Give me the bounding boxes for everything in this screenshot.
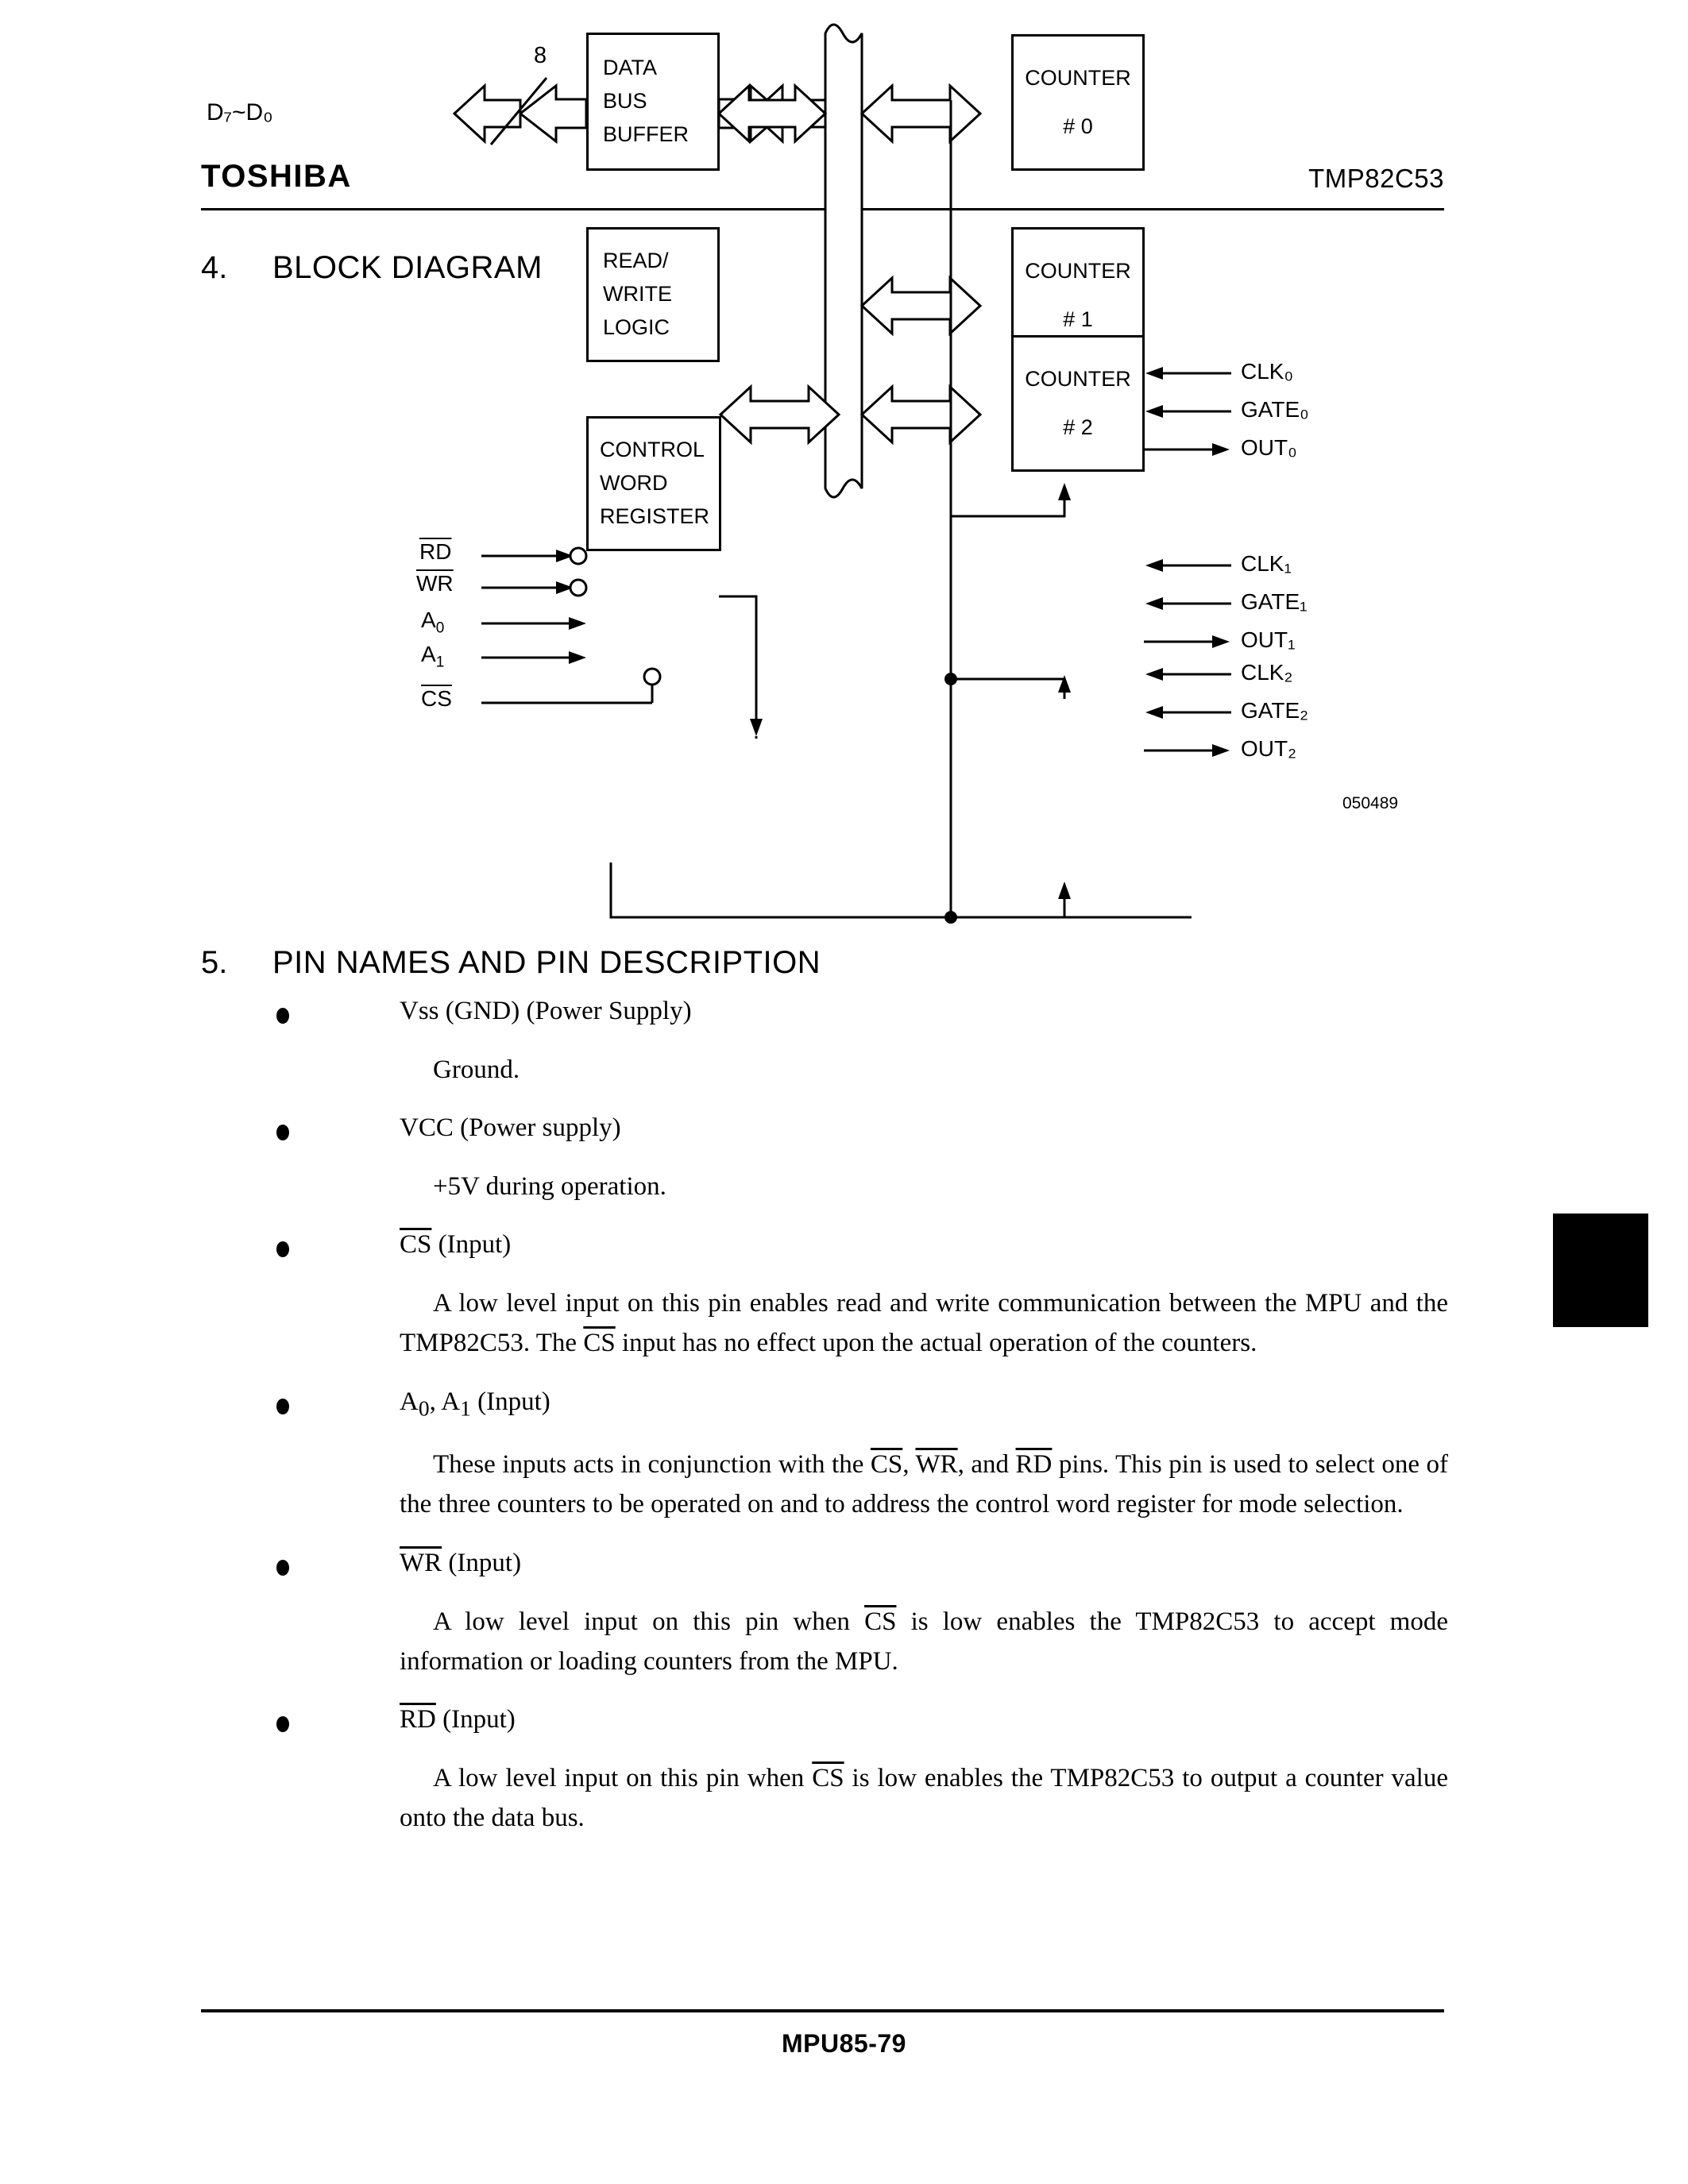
list-spacer — [201, 1263, 1448, 1283]
pin-description-list: Vss (GND) (Power Supply) Ground. VCC (Powe… — [201, 997, 1448, 1862]
list-spacer — [201, 1738, 1448, 1758]
block-counter-2: COUNTER # 2 — [1011, 335, 1145, 472]
block-control-word-register: CONTROL WORD REGISTER — [586, 416, 721, 551]
list-spacer — [201, 1146, 1448, 1167]
list-spacer — [201, 1581, 1448, 1602]
counter1-index: # 1 — [1063, 307, 1093, 331]
list-spacer — [201, 1838, 1448, 1862]
label-wr-pin: WR — [416, 571, 454, 596]
header-divider — [201, 208, 1444, 210]
counter1-title: COUNTER — [1025, 258, 1131, 283]
section-5-title: PIN NAMES AND PIN DESCRIPTION — [272, 945, 821, 980]
dbb-line-1: DATA — [603, 56, 658, 80]
rwl-line-2: WRITE — [603, 282, 672, 307]
pin-description-item: RD (Input) — [201, 1705, 1448, 1734]
part-number: TMP82C53 — [1308, 164, 1444, 193]
dbb-line-2: BUS — [603, 89, 647, 114]
rwl-line-3: LOGIC — [603, 314, 670, 339]
bullet-dot-icon — [276, 1241, 289, 1258]
pin-name: WR (Input) — [400, 1548, 522, 1577]
cwr-line-1: CONTROL — [600, 438, 705, 462]
pin-description-text: These inputs acts in conjunction with th… — [400, 1450, 1448, 1519]
label-data-bus: D₇~D₀ — [207, 99, 273, 125]
pin-name: RD (Input) — [400, 1704, 516, 1734]
rwl-line-1: READ/ — [603, 249, 669, 273]
dbb-line-3: BUFFER — [603, 122, 689, 146]
cwr-line-3: REGISTER — [600, 504, 710, 528]
counter0-index: # 0 — [1063, 114, 1093, 138]
footer-divider — [201, 2009, 1444, 2012]
section-4-title: BLOCK DIAGRAM — [272, 250, 543, 285]
pin-description-item: Vss (GND) (Power Supply) — [201, 997, 1448, 1026]
label-out0: OUT₀ — [1241, 435, 1297, 460]
label-clk0: CLK₀ — [1241, 359, 1294, 384]
bullet-dot-icon — [276, 1125, 289, 1141]
list-spacer — [201, 1525, 1448, 1549]
label-bus-width: 8 — [534, 43, 547, 68]
label-clk2: CLK₂ — [1241, 660, 1293, 685]
toshiba-logo: TOSHIBA — [201, 159, 352, 194]
diagram-drawing-code: 050489 — [1342, 794, 1399, 812]
page-thumb-tab-marker — [1553, 1214, 1648, 1327]
block-counter-0: COUNTER # 0 — [1011, 34, 1145, 171]
pin-description-text: A low level input on this pin when CS is… — [400, 1607, 1448, 1676]
page-header: TOSHIBA TMP82C53 — [201, 159, 1444, 208]
pin-description-text: A low level input on this pin when CS is… — [400, 1763, 1448, 1832]
page-footer-code: MPU85-79 — [782, 2029, 906, 2058]
counter0-title: COUNTER — [1025, 65, 1131, 90]
block-diagram-svg — [452, 23, 1231, 924]
list-spacer — [201, 1681, 1448, 1705]
cwr-line-2: WORD — [600, 471, 668, 496]
counter2-index: # 2 — [1063, 415, 1093, 439]
section-5-number: 5. — [201, 945, 228, 980]
list-spacer — [201, 1206, 1448, 1230]
label-gate0: GATE₀ — [1241, 397, 1309, 422]
section-4-number: 4. — [201, 250, 228, 285]
label-cs-pin: CS — [421, 686, 452, 711]
bullet-dot-icon — [276, 1715, 289, 1732]
label-gate1: GATE₁ — [1241, 589, 1308, 614]
counter2-title: COUNTER — [1025, 366, 1131, 391]
block-data-bus-buffer: DATA BUS BUFFER — [586, 33, 720, 171]
pin-name: A0, A1 (Input) — [400, 1387, 550, 1421]
bullet-dot-icon — [276, 1008, 289, 1024]
pin-name: VCC (Power supply) — [400, 1113, 621, 1143]
list-spacer — [201, 1424, 1448, 1445]
block-diagram: DATA BUS BUFFER READ/ WRITE LOGIC CONTRO… — [0, 0, 1485, 924]
list-spacer — [201, 1029, 1448, 1050]
label-gate2: GATE₂ — [1241, 698, 1309, 723]
bullet-dot-icon — [276, 1398, 289, 1414]
pin-description-item: CS (Input) — [201, 1230, 1448, 1260]
pin-description-text: +5V during operation. — [433, 1172, 666, 1202]
label-rd-pin: RD — [419, 539, 452, 564]
label-out2: OUT₂ — [1241, 736, 1296, 761]
label-a0-pin: A0 — [421, 608, 445, 637]
label-clk1: CLK₁ — [1241, 551, 1292, 576]
list-spacer — [201, 1090, 1448, 1113]
label-a1-pin: A1 — [421, 642, 445, 671]
pin-description-item: WR (Input) — [201, 1549, 1448, 1578]
pin-name: Vss (GND) (Power Supply) — [400, 997, 692, 1025]
list-spacer — [201, 1364, 1448, 1387]
pin-description-text: Ground. — [433, 1055, 520, 1084]
label-out1: OUT₁ — [1241, 627, 1296, 652]
pin-description-text: A low level input on this pin enables re… — [400, 1289, 1448, 1358]
bullet-dot-icon — [276, 1559, 289, 1576]
pin-name: CS (Input) — [400, 1230, 512, 1260]
block-read-write-logic: READ/ WRITE LOGIC — [586, 227, 720, 362]
pin-description-item: A0, A1 (Input) — [201, 1387, 1448, 1422]
pin-description-item: VCC (Power supply) — [201, 1113, 1448, 1143]
